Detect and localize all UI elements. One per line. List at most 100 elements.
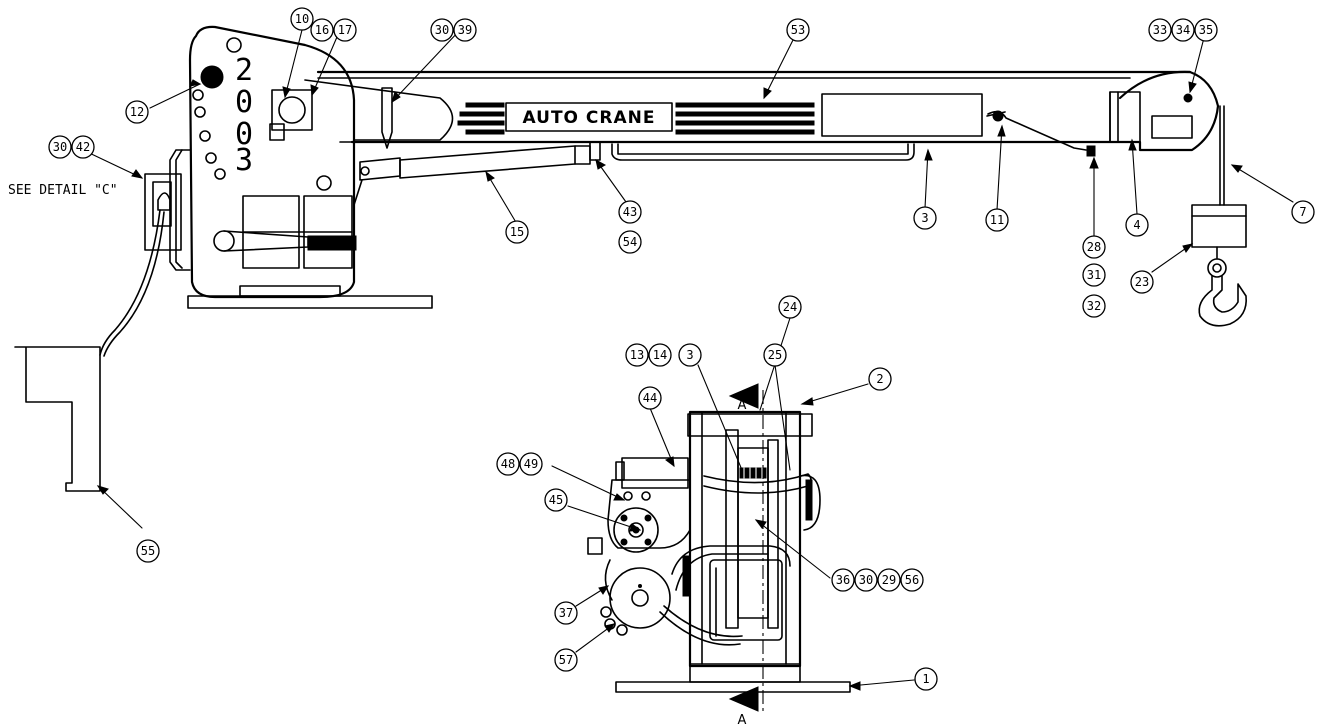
svg-text:37: 37 — [559, 606, 573, 620]
callout-15: 15 — [505, 220, 529, 244]
callout-32: 32 — [1082, 294, 1106, 318]
svg-text:16: 16 — [315, 23, 329, 37]
svg-text:57: 57 — [559, 653, 573, 667]
brand-text: AUTO CRANE — [523, 108, 656, 128]
handle-knob — [200, 65, 224, 89]
callout-39: 39 — [453, 18, 477, 42]
svg-text:30: 30 — [53, 140, 67, 154]
svg-text:3: 3 — [921, 211, 928, 225]
svg-text:15: 15 — [510, 225, 524, 239]
callout-14: 14 — [648, 343, 672, 367]
callout-36: 36 — [831, 568, 855, 592]
callout-3-boom: 3 — [913, 206, 937, 230]
front-view: A A — [587, 383, 851, 727]
svg-text:14: 14 — [653, 348, 667, 362]
pivot-eye — [213, 230, 235, 252]
boom-pivot-end — [304, 79, 454, 141]
svg-text:55: 55 — [141, 544, 155, 558]
hydraulic-motor-front — [609, 567, 671, 629]
svg-text:56: 56 — [905, 573, 919, 587]
boom-extension — [1109, 91, 1141, 143]
svg-text:34: 34 — [1176, 23, 1190, 37]
svg-text:7: 7 — [1299, 205, 1306, 219]
gearbox-top — [621, 457, 689, 489]
threaded-collar — [307, 235, 357, 251]
section-arrow-top — [728, 383, 759, 409]
boom-tube — [316, 70, 1220, 152]
svg-text:11: 11 — [990, 213, 1004, 227]
callout-33: 33 — [1148, 18, 1172, 42]
svg-text:39: 39 — [458, 23, 472, 37]
control-valve-body — [152, 181, 172, 227]
detail-note: SEE DETAIL "C" — [8, 183, 118, 198]
base-pedestal — [239, 285, 341, 297]
hydraulic-loop — [169, 149, 191, 271]
callout-1: 1 — [914, 667, 938, 691]
svg-text:24: 24 — [783, 300, 797, 314]
section-label-top: A — [738, 398, 747, 413]
boom-tip-housing — [1118, 70, 1192, 100]
svg-text:42: 42 — [76, 140, 90, 154]
callout-55: 55 — [136, 539, 160, 563]
mast-housing — [188, 25, 356, 299]
mast-top-bolt — [226, 37, 242, 53]
boom-underside-rail — [611, 143, 915, 161]
svg-text:33: 33 — [1153, 23, 1167, 37]
callout-53: 53 — [786, 18, 810, 42]
svg-text:25: 25 — [768, 348, 782, 362]
svg-text:35: 35 — [1199, 23, 1213, 37]
svg-text:44: 44 — [643, 391, 657, 405]
svg-text:23: 23 — [1135, 275, 1149, 289]
callout-7: 7 — [1291, 200, 1315, 224]
callout-13: 13 — [625, 343, 649, 367]
side-view: 2 0 0 3 — [14, 25, 1247, 492]
svg-text:2: 2 — [876, 372, 883, 386]
callout-57: 57 — [554, 648, 578, 672]
capacity-digit-2: 0 — [235, 85, 253, 120]
tip-decal — [1151, 115, 1193, 139]
svg-text:48: 48 — [501, 457, 515, 471]
leader-arrowheads — [96, 79, 1243, 691]
callout-48: 48 — [496, 452, 520, 476]
svg-text:3: 3 — [686, 348, 693, 362]
callout-25: 25 — [763, 343, 787, 367]
svg-text:49: 49 — [524, 457, 538, 471]
mast-frame-front — [688, 410, 802, 668]
svg-text:45: 45 — [549, 493, 563, 507]
svg-text:31: 31 — [1087, 268, 1101, 282]
callout-42: 42 — [71, 135, 95, 159]
front-base-plate — [615, 681, 851, 693]
side-motor-bracket — [799, 474, 821, 531]
boom-pin — [381, 87, 393, 149]
svg-text:30: 30 — [435, 23, 449, 37]
gearbox-housing — [607, 479, 691, 549]
boom-stripes — [457, 102, 815, 135]
callout-2: 2 — [868, 367, 892, 391]
reservoir-tank — [709, 559, 783, 641]
hydraulic-hose-a — [671, 545, 791, 575]
truck-body-profile — [14, 346, 101, 492]
side-fitting — [587, 537, 603, 555]
crane-hook — [1198, 275, 1247, 327]
callout-30-front: 30 — [854, 568, 878, 592]
callout-10: 10 — [290, 7, 314, 31]
callout-49: 49 — [519, 452, 543, 476]
motor-hub — [278, 96, 306, 124]
callout-30-pin: 30 — [430, 18, 454, 42]
front-pedestal — [689, 663, 801, 683]
svg-text:13: 13 — [630, 348, 644, 362]
winch-plate-left — [725, 429, 739, 629]
callout-16: 16 — [310, 18, 334, 42]
capacity-digit-3: 0 — [235, 117, 253, 152]
callout-31: 31 — [1082, 263, 1106, 287]
hook-block — [1191, 204, 1247, 248]
callout-4: 4 — [1125, 213, 1149, 237]
callout-44: 44 — [638, 386, 662, 410]
svg-text:36: 36 — [836, 573, 850, 587]
callout-56: 56 — [900, 568, 924, 592]
capacity-digit-4: 3 — [235, 143, 253, 178]
boom-data-plate — [821, 93, 983, 137]
callout-35: 35 — [1194, 18, 1218, 42]
callout-17: 17 — [333, 18, 357, 42]
svg-text:4: 4 — [1133, 218, 1140, 232]
